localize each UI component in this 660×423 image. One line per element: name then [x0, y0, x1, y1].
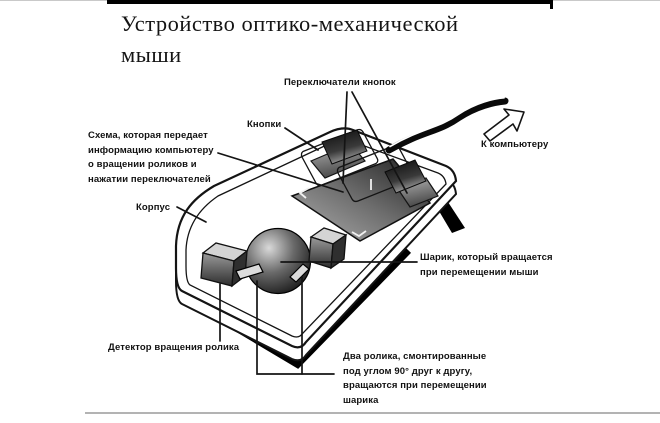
- top-black-bar: [107, 0, 553, 4]
- label-ball-line2: при перемещении мыши: [420, 266, 539, 278]
- board-bracket-bottom: [351, 230, 367, 238]
- label-rollers-line4: шарика: [343, 394, 379, 406]
- shadow-right: [436, 202, 465, 233]
- cable: [385, 96, 509, 154]
- label-ball: Шарик, который вращается при перемещении…: [420, 253, 553, 282]
- left-roller: [235, 263, 264, 280]
- callout-buttons: [284, 127, 319, 151]
- label-rollers-line1: Два ролика, смонтированные: [343, 351, 487, 362]
- page-title: Устройство оптико-механической мыши: [121, 8, 459, 70]
- label-circuit-line1: Схема, которая передает: [88, 130, 208, 141]
- callout-body: [176, 206, 207, 223]
- board-bracket-left: [298, 187, 310, 199]
- callout-lines: [176, 91, 418, 375]
- label-circuit-line3: о вращении роликов и: [88, 159, 197, 170]
- top-bar-tick: [550, 0, 553, 9]
- callout-switch-right: [351, 91, 408, 194]
- body-inner-lip: [185, 139, 447, 338]
- label-detector: Детектор вращения ролика: [108, 342, 240, 353]
- callout-circuit: [217, 152, 344, 193]
- label-circuit: Схема, которая передает информацию компь…: [88, 131, 214, 189]
- label-to-computer: К компьютеру: [481, 139, 549, 150]
- board-brackets: [298, 179, 372, 238]
- cable-stripe: [389, 96, 505, 148]
- right-detector: [308, 227, 348, 270]
- to-computer-arrow-icon: [483, 108, 525, 142]
- label-rollers-line3: вращаются при перемещении: [343, 380, 487, 391]
- callout-switch-left: [342, 91, 348, 184]
- right-roller: [289, 263, 310, 283]
- page-title-line1: Устройство оптико-механической: [121, 11, 459, 36]
- label-circuit-line4: нажатии переключателей: [88, 173, 211, 185]
- label-switches: Переключатели кнопок: [284, 77, 396, 88]
- page-title-line2: мыши: [121, 42, 182, 67]
- bottom-rule: [85, 412, 660, 414]
- callout-roller-left: [256, 280, 335, 375]
- left-button-frame: [300, 128, 379, 187]
- label-rollers-line2: под углом 90° друг к другу,: [343, 365, 473, 377]
- ball: [244, 227, 312, 295]
- label-body: Корпус: [136, 202, 171, 213]
- label-rollers: Два ролика, смонтированные под углом 90°…: [343, 352, 487, 410]
- cable-outer: [385, 97, 509, 154]
- right-detector-side: [330, 233, 347, 270]
- label-buttons: Кнопки: [247, 119, 282, 130]
- label-circuit-line2: информацию компьютеру: [88, 144, 214, 156]
- label-ball-line1: Шарик, который вращается: [420, 252, 553, 263]
- right-button: [384, 159, 427, 194]
